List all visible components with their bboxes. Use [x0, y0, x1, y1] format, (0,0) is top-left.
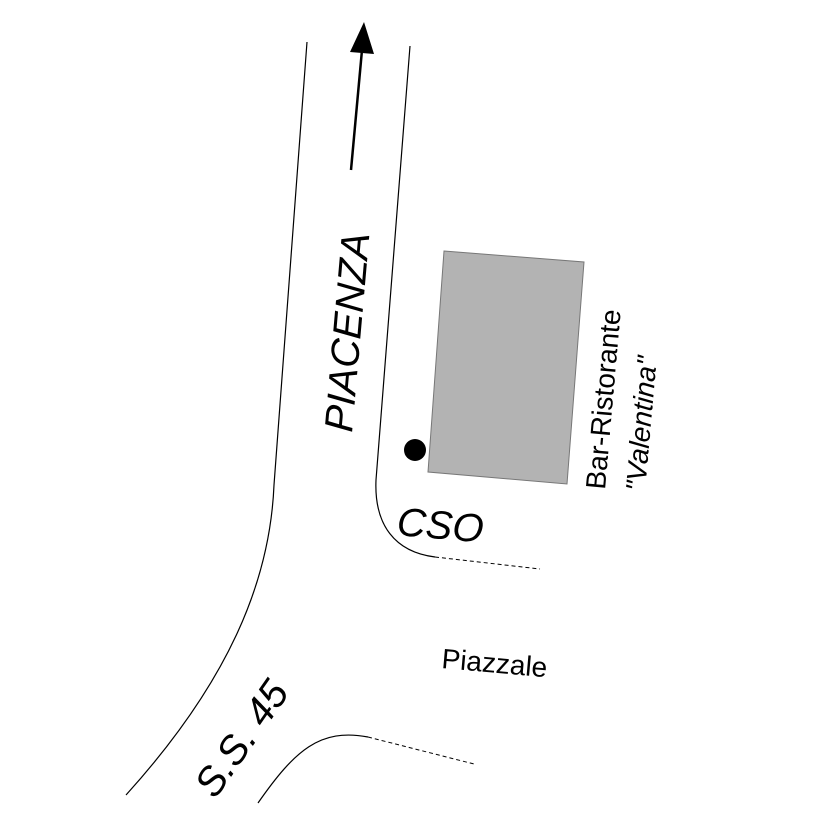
location-dot-icon — [404, 439, 426, 461]
piazzale-label: Piazzale — [440, 643, 548, 683]
piacenza-road-label: PIACENZA — [317, 231, 378, 434]
north-arrow-icon — [349, 22, 374, 171]
highway-label: S.S. 45 — [186, 672, 298, 805]
main-road-right-edge — [375, 45, 436, 558]
corso-dashed-edge — [434, 556, 541, 570]
main-road-left-edge — [125, 41, 308, 796]
side-street-edge — [257, 734, 369, 804]
building-name-line-1: Bar-Ristorante — [580, 308, 627, 491]
bar-ristorante-building — [427, 250, 585, 485]
building-name-line-2: "Valentina" — [620, 354, 663, 493]
side-street-dashed-edge — [367, 736, 475, 765]
corso-label: CSO — [395, 500, 485, 551]
